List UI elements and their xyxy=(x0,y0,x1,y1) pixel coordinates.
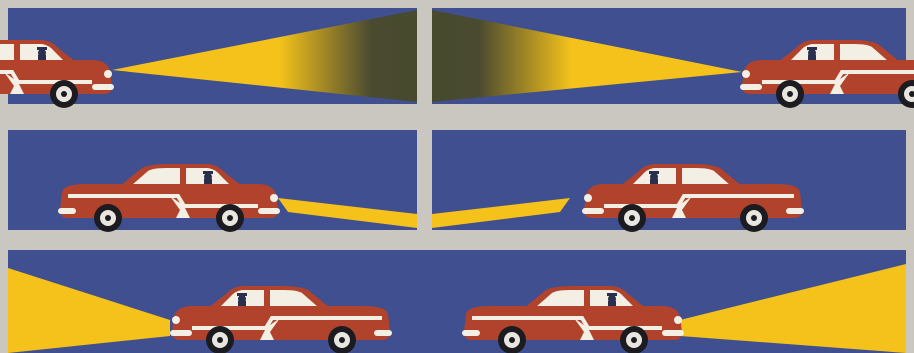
panel-top-right xyxy=(432,8,914,110)
high-beam-right xyxy=(680,264,906,353)
high-beam xyxy=(432,10,742,102)
panel-middle-right xyxy=(432,130,906,234)
low-beam xyxy=(432,198,570,228)
high-beam xyxy=(112,10,417,102)
low-beam xyxy=(278,198,417,228)
panel-bottom xyxy=(8,250,906,353)
panel-middle-left xyxy=(8,130,417,234)
panel-top-left xyxy=(0,8,417,110)
high-beam-left xyxy=(8,268,170,353)
